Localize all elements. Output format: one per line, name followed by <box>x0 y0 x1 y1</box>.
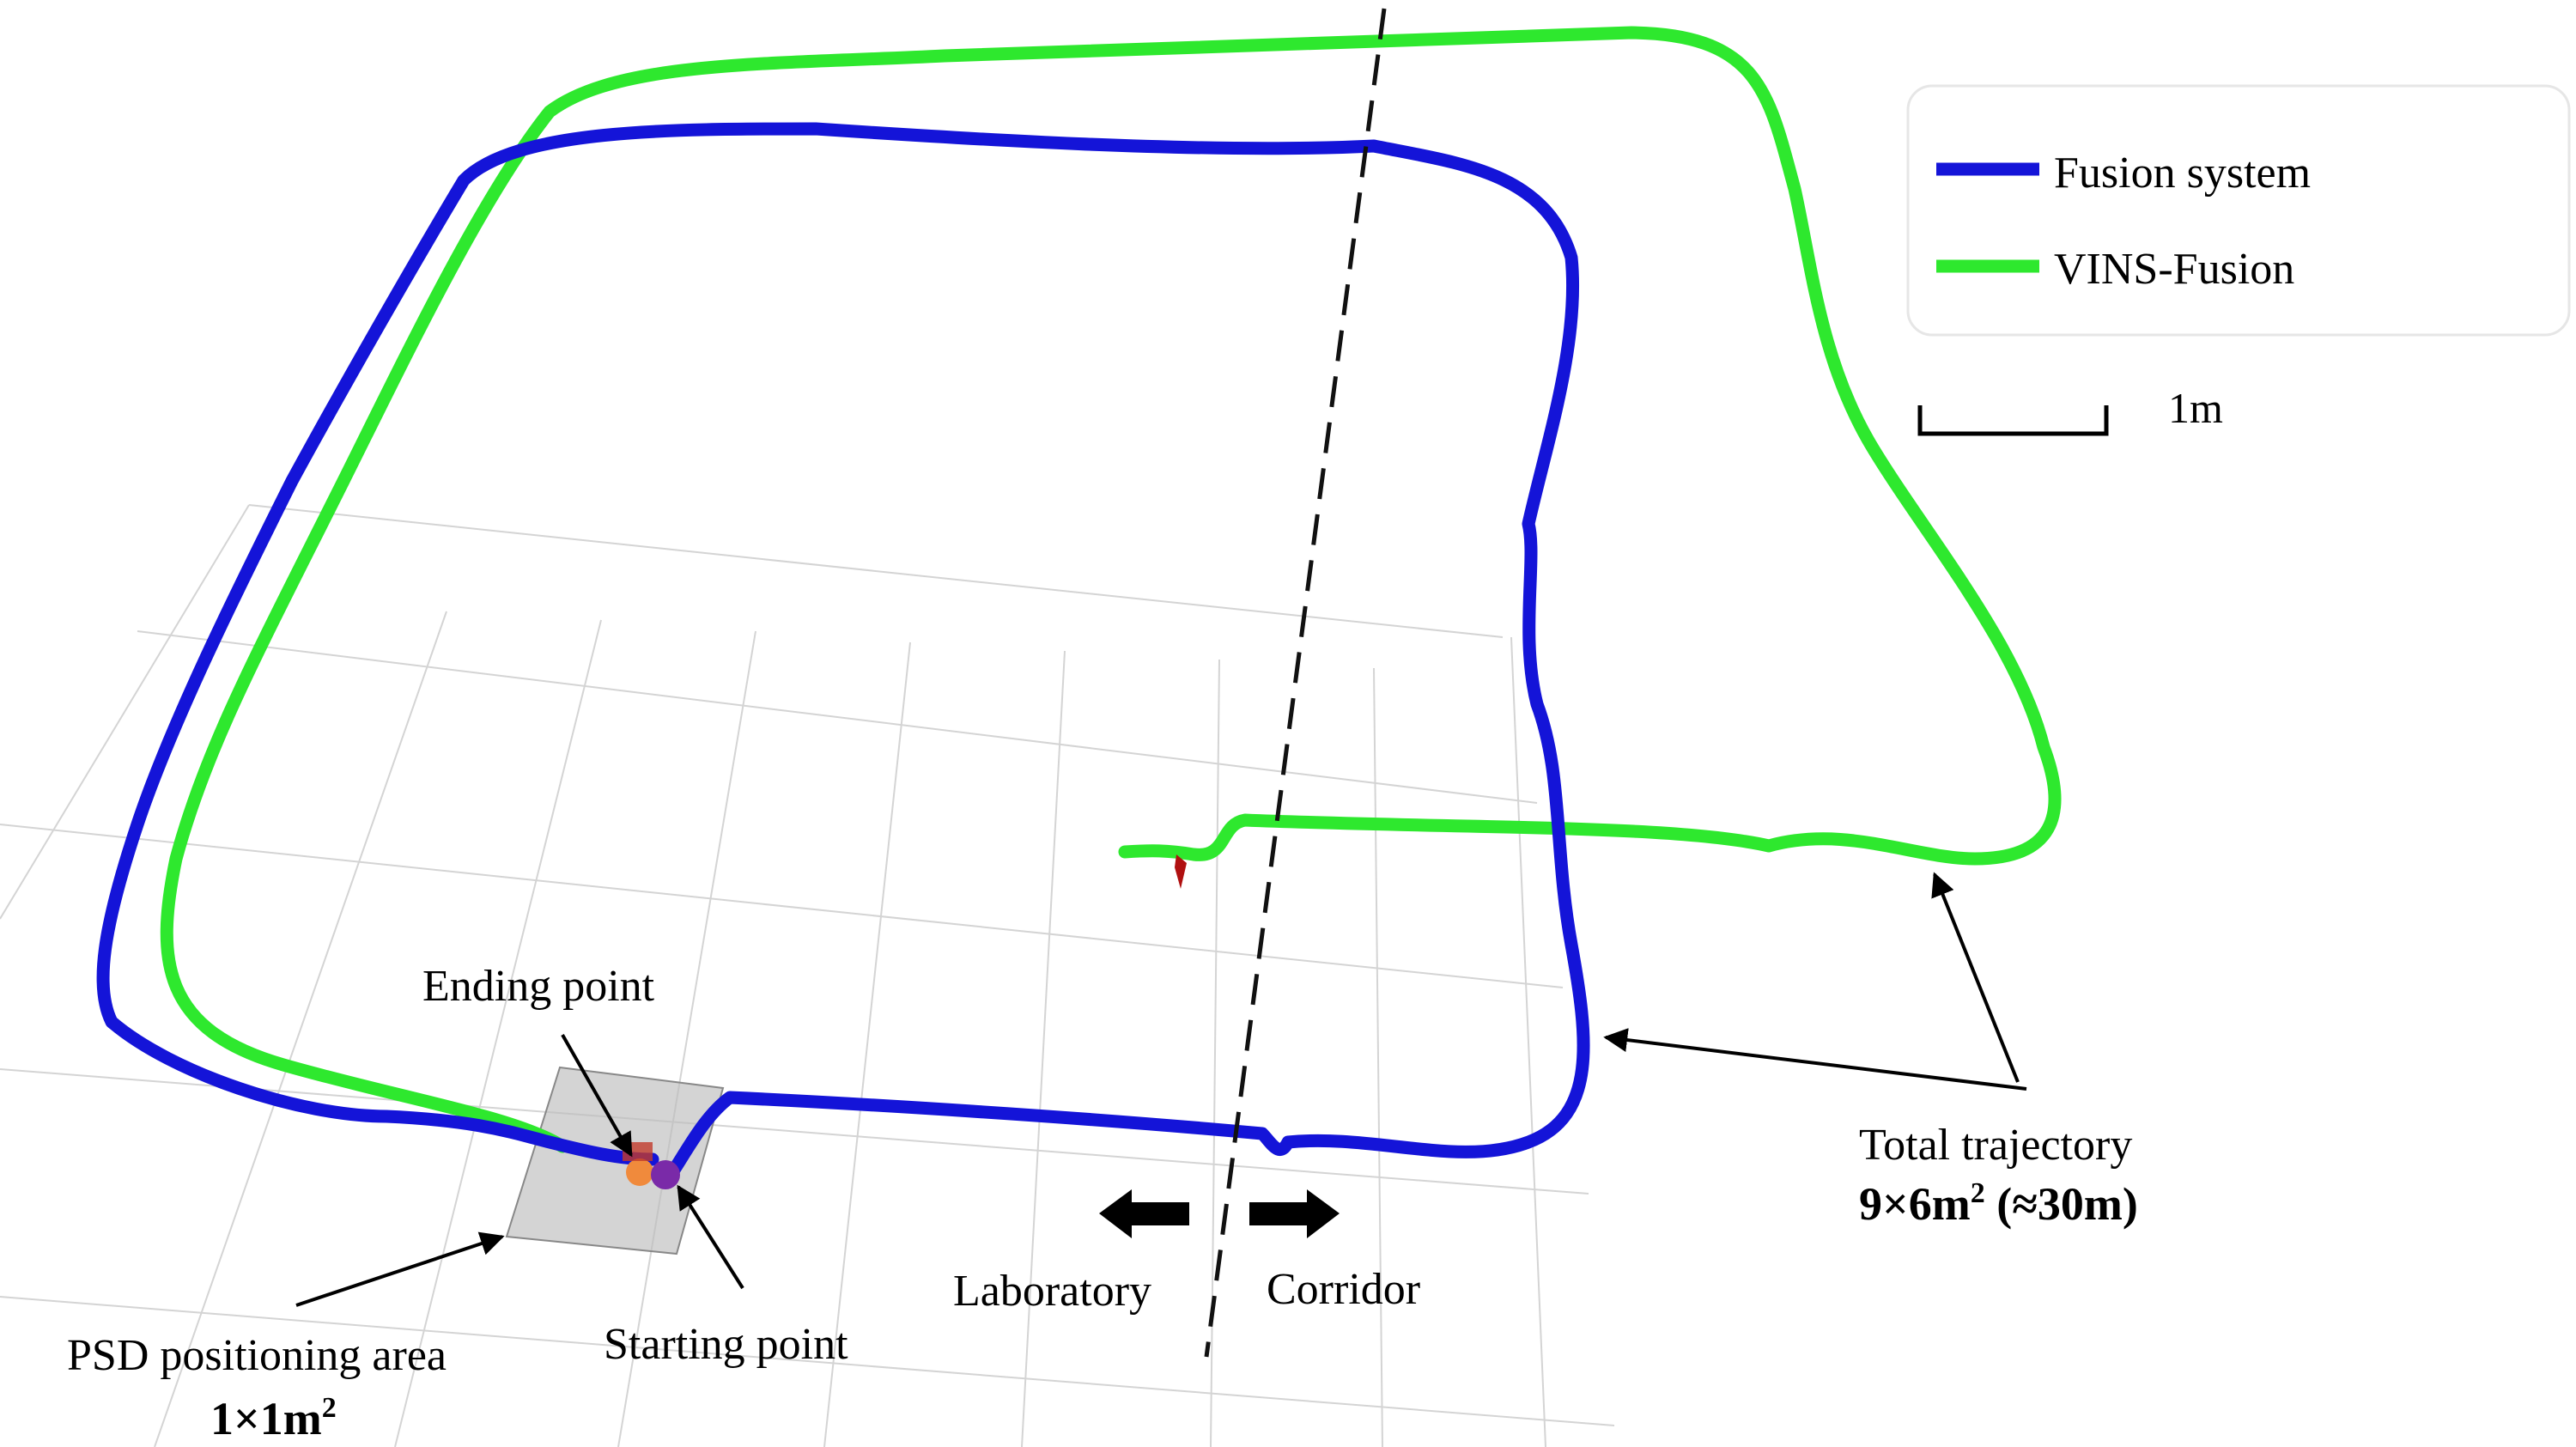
laboratory-label: Laboratory <box>953 1267 1151 1316</box>
psd-area-size-exp: 2 <box>322 1392 337 1424</box>
fusion-system-trajectory <box>96 122 1590 1183</box>
vins-fusion-trajectory <box>160 26 2062 1153</box>
starting-point-label: Starting point <box>604 1320 848 1369</box>
ending-point-arrow <box>561 1034 633 1158</box>
floor-grid <box>0 504 1615 1447</box>
ending-point-label: Ending point <box>422 962 655 1011</box>
legend-vins-label: VINS-Fusion <box>2054 245 2294 294</box>
lab-corridor-divider <box>1204 8 1387 1358</box>
legend: Fusion system VINS-Fusion <box>1906 84 2571 337</box>
scale-bar-label: 1m <box>2168 384 2223 432</box>
total-trajectory-arrow-fusion <box>1603 1028 2027 1091</box>
legend-box <box>1906 84 2571 337</box>
total-size-base: 9×6m <box>1859 1178 1971 1230</box>
psd-area-size-base: 1×1m <box>210 1393 322 1444</box>
laboratory-arrow-icon <box>1099 1189 1189 1238</box>
psd-area-title: PSD positioning area <box>67 1331 447 1380</box>
annotation-arrows <box>295 872 2027 1307</box>
psd-area-size: 1×1m2 <box>210 1392 337 1444</box>
starting-point-arrow <box>677 1184 744 1290</box>
psd-area-arrow <box>295 1231 505 1307</box>
red-point-cluster <box>1175 854 1187 889</box>
total-trajectory-size: 9×6m2 (≈30m) <box>1859 1177 2138 1230</box>
corridor-arrow-icon <box>1249 1189 1340 1238</box>
total-size-tail: (≈30m) <box>1985 1178 2138 1230</box>
total-size-exp: 2 <box>1971 1177 1985 1209</box>
legend-fusion-label: Fusion system <box>2054 149 2311 198</box>
total-trajectory-arrow-vins <box>1931 872 2020 1083</box>
starting-point-marker <box>651 1160 680 1189</box>
corridor-label: Corridor <box>1267 1265 1420 1314</box>
scale-bar: 1m <box>1917 384 2223 436</box>
total-trajectory-title: Total trajectory <box>1859 1121 2132 1170</box>
ending-point-marker <box>626 1158 653 1186</box>
